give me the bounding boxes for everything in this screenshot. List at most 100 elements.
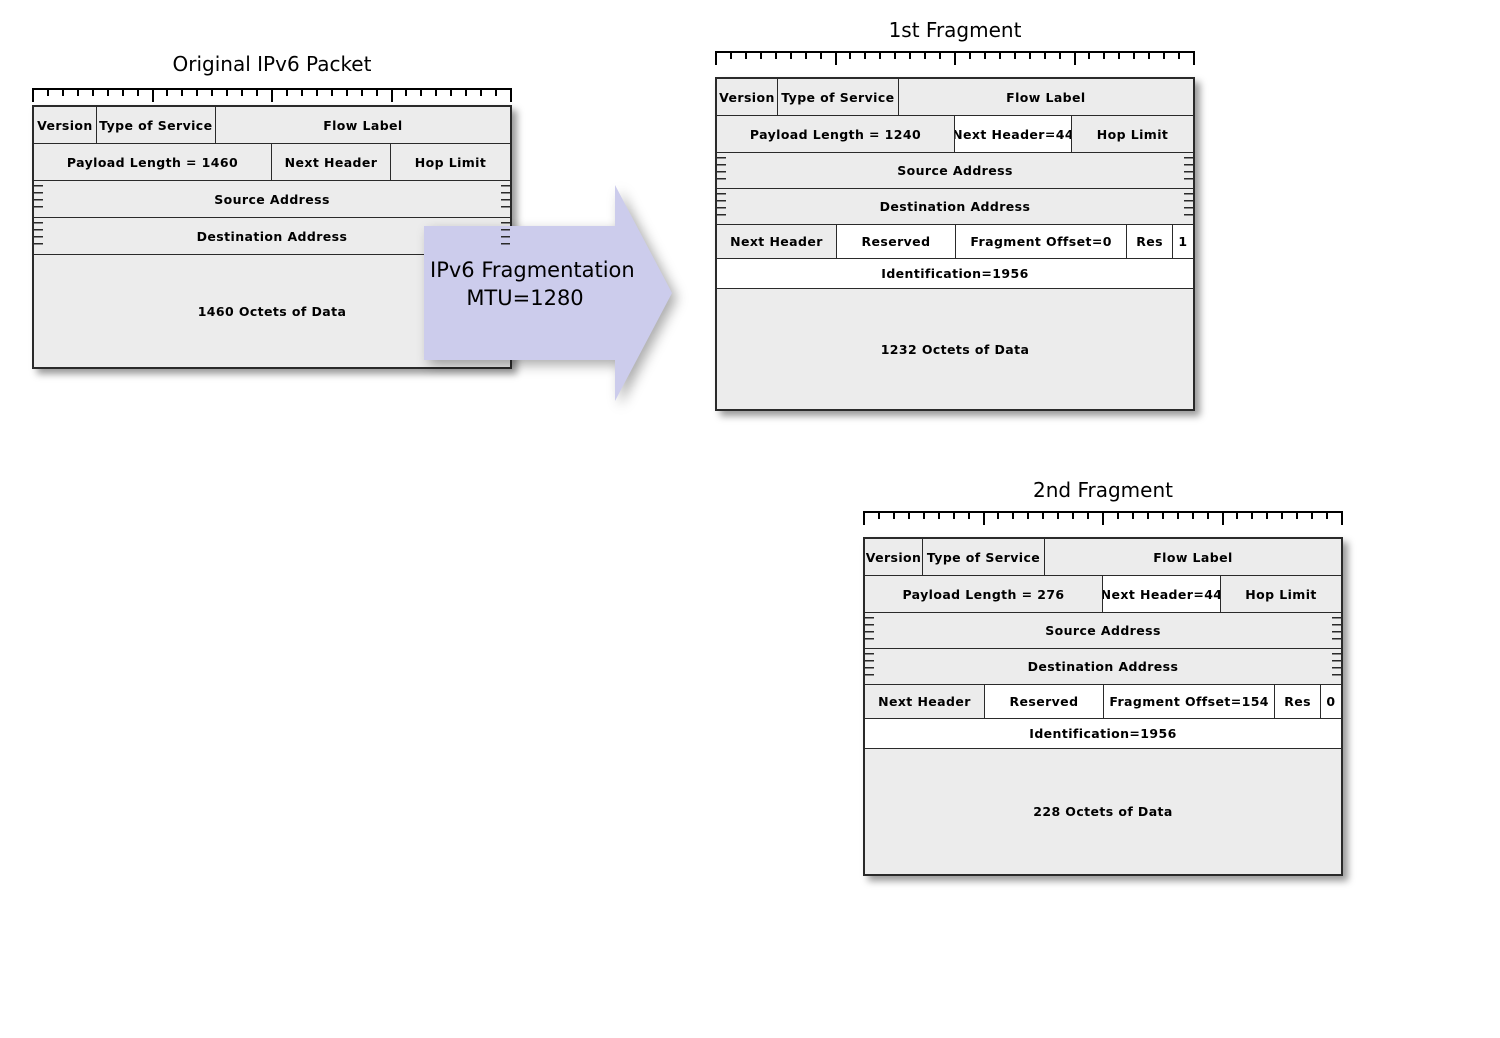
- ruler-tick: [390, 88, 393, 102]
- ruler-tick: [863, 511, 865, 525]
- bit-ruler-first-fragment: [715, 51, 1195, 65]
- ruler-tick: [495, 88, 498, 96]
- ruler-tick: [211, 88, 214, 96]
- source-address-row: Source Address: [34, 181, 510, 218]
- ruler-tick: [1161, 511, 1164, 519]
- ruler-tick: [121, 88, 124, 96]
- field-cell: Source Address: [865, 613, 1341, 648]
- ruler-tick: [1057, 511, 1060, 519]
- ruler-tick: [967, 511, 970, 519]
- ruler-tick: [819, 51, 822, 59]
- ruler-tick: [759, 51, 762, 59]
- field-cell: Res: [1275, 685, 1321, 718]
- ruler-tick: [315, 88, 318, 96]
- field-cell: Identification=1956: [717, 259, 1193, 288]
- ruler-tick: [1013, 51, 1016, 59]
- ruler-tick: [1088, 51, 1091, 59]
- ruler-tick: [939, 51, 942, 59]
- field-cell: Flow Label: [1044, 539, 1341, 575]
- ruler-tick: [1251, 511, 1254, 519]
- ruler-tick: [1341, 511, 1343, 525]
- ruler-tick: [405, 88, 408, 96]
- ruler-tick: [46, 88, 49, 96]
- field-cell: Reserved: [836, 225, 956, 258]
- ruler-tick: [1043, 51, 1046, 59]
- ruler-tick: [909, 51, 912, 59]
- ruler-tick: [1326, 511, 1329, 519]
- ruler-tick: [271, 88, 273, 102]
- ruler-tick: [1221, 511, 1224, 525]
- source-address-row: Source Address: [865, 613, 1341, 649]
- ruler-tick: [91, 88, 94, 96]
- ruler-tick: [892, 511, 895, 519]
- ruler-tick: [998, 51, 1001, 59]
- field-cell: Next Header: [865, 685, 985, 718]
- field-cell: Payload Length = 1460: [34, 144, 272, 180]
- ruler-tick: [789, 51, 792, 59]
- ruler-tick: [1146, 511, 1149, 519]
- ruler-tick: [196, 88, 199, 96]
- ruler-tick: [997, 511, 1000, 519]
- ruler-tick: [864, 51, 867, 59]
- ruler-tick: [1176, 511, 1179, 519]
- ruler-tick: [1281, 511, 1284, 519]
- payload-data-row: 1232 Octets of Data: [717, 289, 1193, 409]
- ruler-tick: [804, 51, 807, 59]
- ruler-tick: [1118, 51, 1121, 59]
- ruler-tick: [1178, 51, 1181, 59]
- right-arrow-icon: [424, 185, 672, 401]
- field-cell: Version: [34, 107, 97, 143]
- field-cell: Identification=1956: [865, 719, 1341, 748]
- ruler-tick: [1102, 511, 1104, 525]
- ruler-tick: [952, 511, 955, 519]
- ruler-tick: [849, 51, 852, 59]
- ruler-tick: [1311, 511, 1314, 519]
- ruler-tick: [360, 88, 363, 96]
- ruler-tick: [1072, 511, 1075, 519]
- field-cell: Hop Limit: [1221, 576, 1341, 612]
- ruler-tick: [1193, 51, 1195, 65]
- ruler-tick: [106, 88, 109, 96]
- ruler-tick: [256, 88, 259, 96]
- ruler-tick: [151, 88, 154, 102]
- field-cell: Source Address: [34, 181, 510, 217]
- ruler-tick: [345, 88, 348, 96]
- ruler-tick: [982, 511, 985, 525]
- ruler-tick: [924, 51, 927, 59]
- ruler-tick: [61, 88, 64, 96]
- ruler-tick: [983, 51, 986, 59]
- ruler-tick: [510, 88, 512, 102]
- ruler-tick: [774, 51, 777, 59]
- ruler-tick: [1116, 511, 1119, 519]
- ruler-tick: [744, 51, 747, 59]
- arrow-shape: [424, 185, 672, 401]
- packet-title-original: Original IPv6 Packet: [172, 52, 372, 76]
- identification-row: Identification=1956: [865, 719, 1341, 749]
- field-cell: Version: [865, 539, 924, 575]
- ruler-tick: [1042, 511, 1045, 519]
- field-cell: Payload Length = 276: [865, 576, 1103, 612]
- ruler-tick: [480, 88, 483, 96]
- ruler-tick: [136, 88, 139, 96]
- ruler-tick: [1206, 511, 1209, 519]
- packet-title-first-fragment: 1st Fragment: [888, 18, 1022, 42]
- ruler-tick: [285, 88, 288, 96]
- ruler-tick: [968, 51, 971, 59]
- ruler-tick: [877, 511, 880, 519]
- field-cell: Payload Length = 1240: [717, 116, 955, 152]
- bit-ruler-original: [32, 88, 512, 102]
- ruler-tick: [715, 51, 717, 65]
- field-cell: Source Address: [717, 153, 1193, 188]
- ruler-tick: [1028, 51, 1031, 59]
- bit-ruler-second-fragment: [863, 511, 1343, 525]
- ruler-tick: [922, 511, 925, 519]
- ruler-tick: [420, 88, 423, 96]
